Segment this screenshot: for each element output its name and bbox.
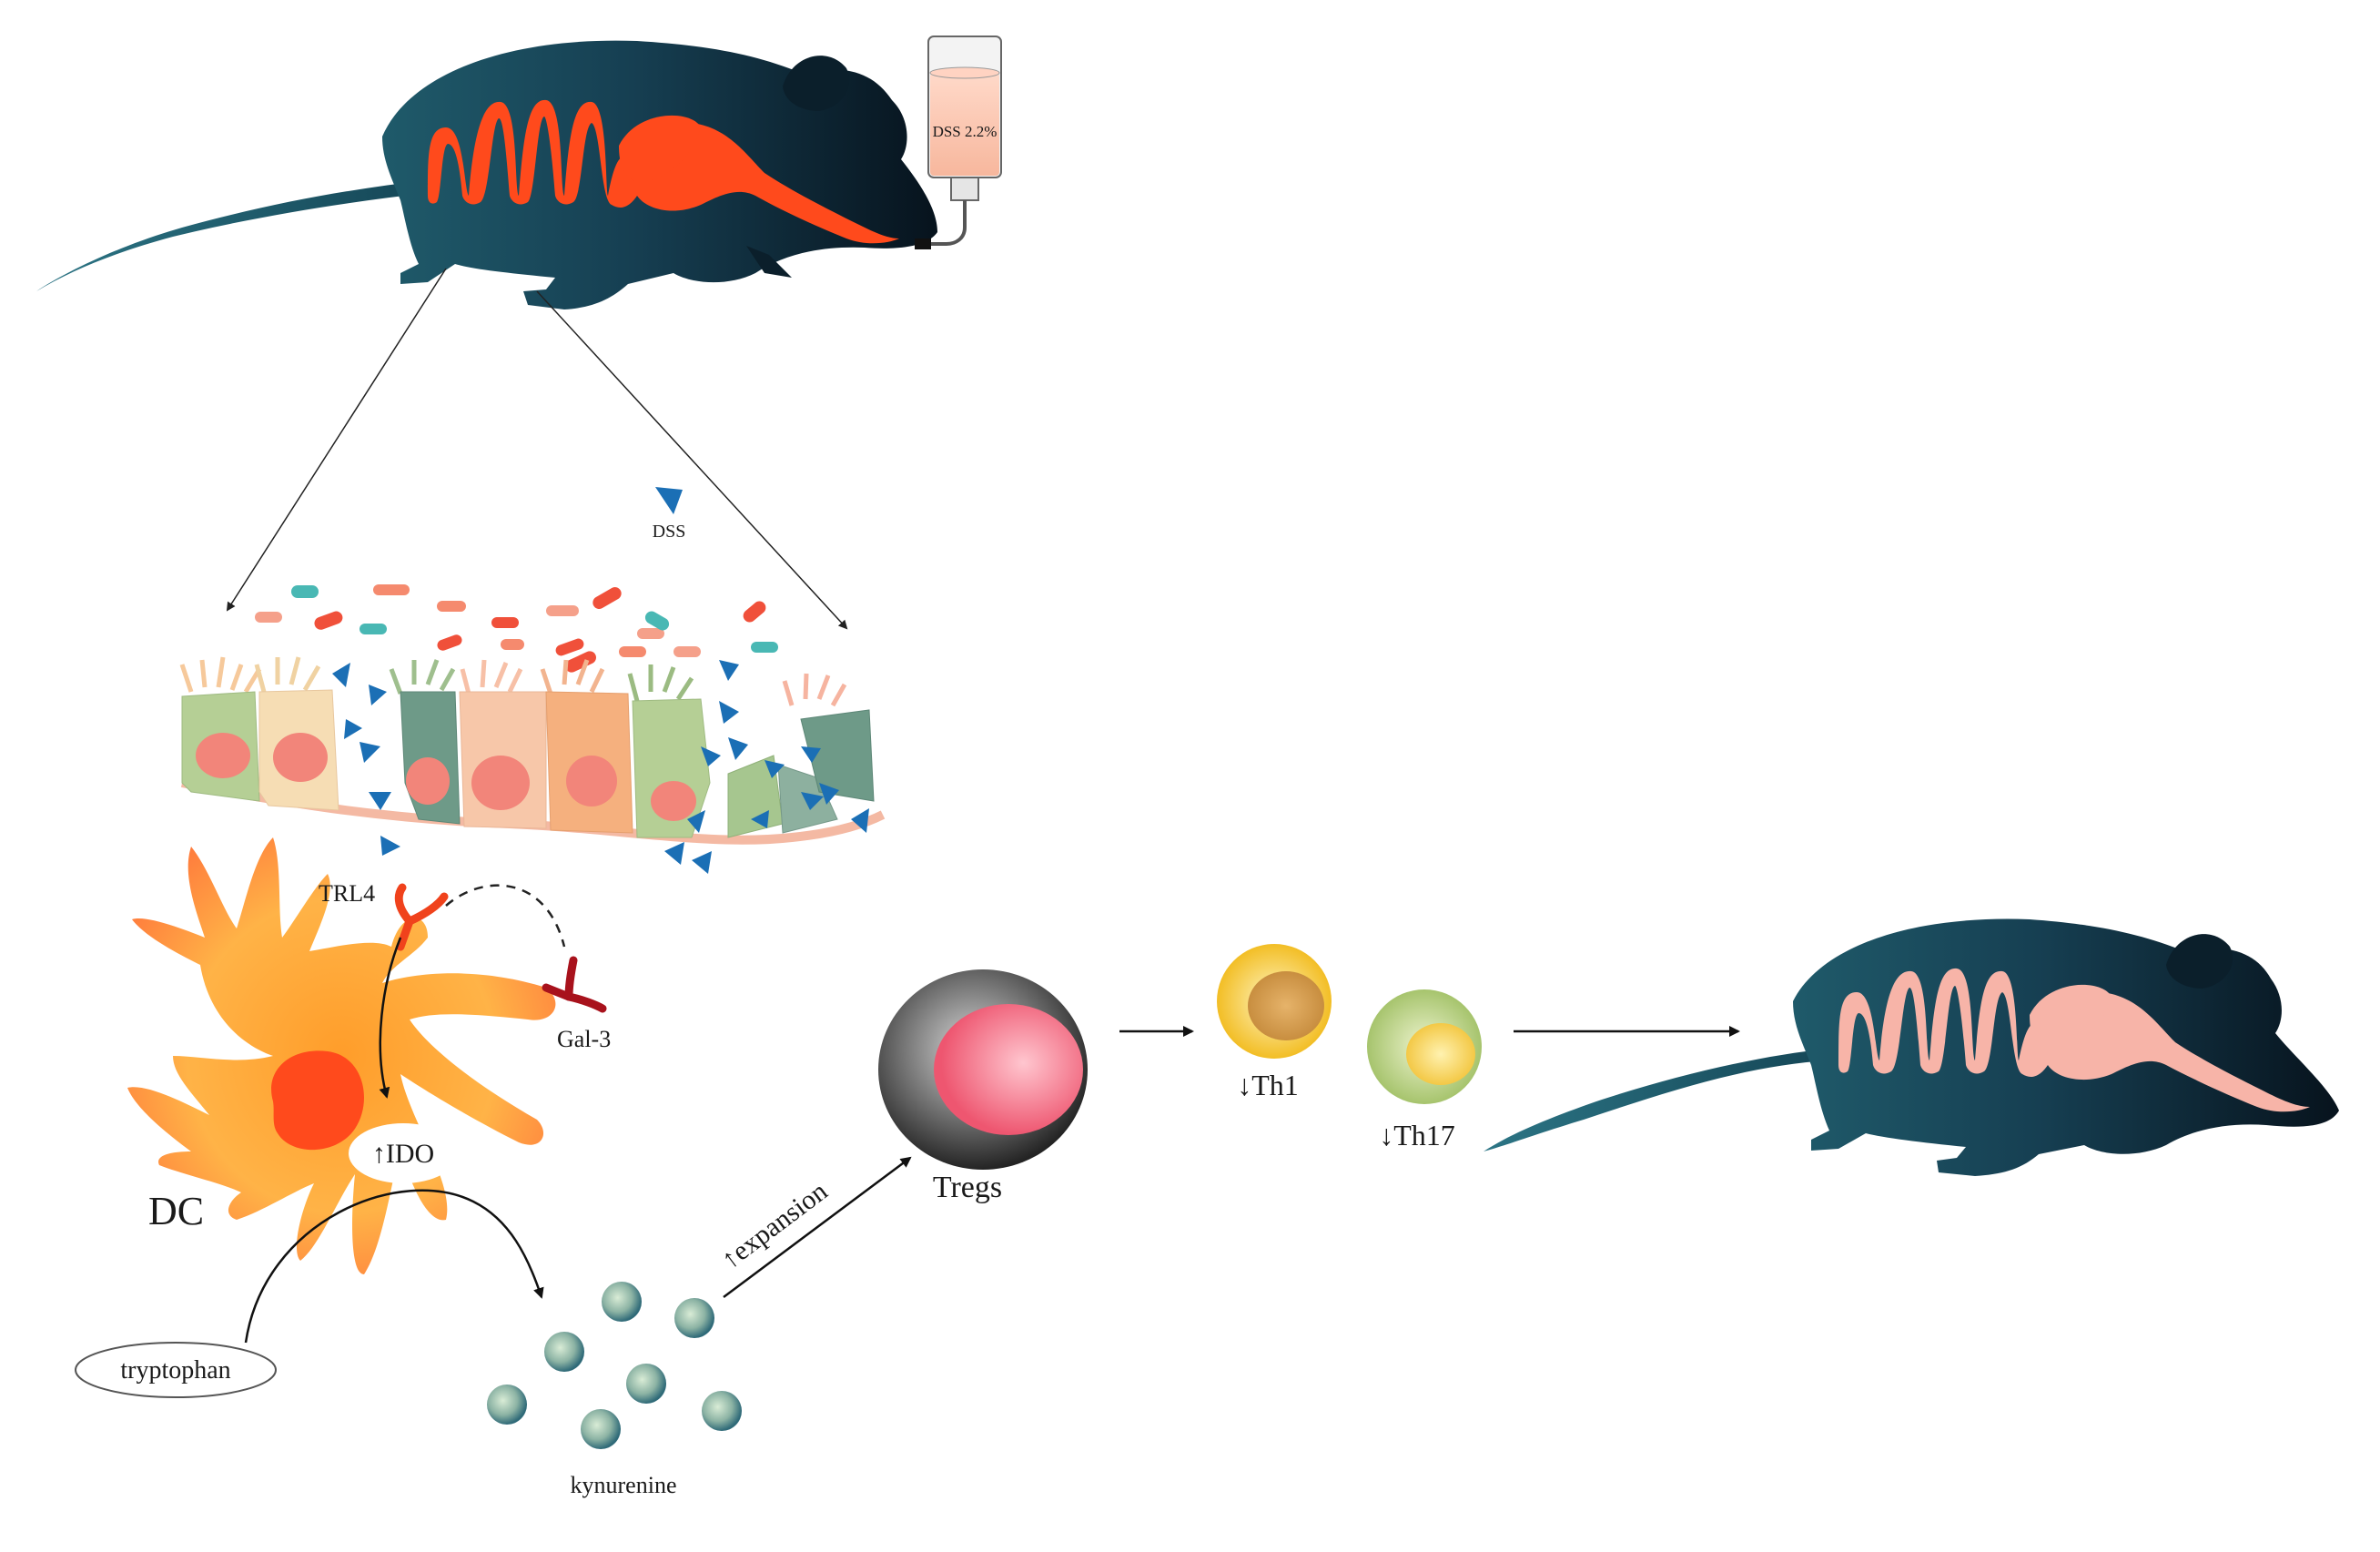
expansion-arrow xyxy=(723,1156,912,1299)
zoom-line-left xyxy=(226,268,447,612)
dss-particles xyxy=(332,660,869,874)
th17-label: ↓Th17 xyxy=(1379,1119,1455,1151)
treg-cell xyxy=(878,969,1088,1170)
dc-nucleus xyxy=(271,1050,364,1151)
ido-label: ↑IDO xyxy=(372,1139,434,1169)
dendritic-cell xyxy=(127,837,556,1274)
mouse-tail-healthy xyxy=(1484,1049,1829,1151)
stomach-healthy xyxy=(2030,984,2112,1051)
ido-bubble xyxy=(349,1123,458,1183)
dss-bottle: DSS 2.2% xyxy=(915,36,1002,249)
mouse-ear xyxy=(783,56,850,111)
th1-cell xyxy=(1217,944,1332,1059)
bacteria-cluster xyxy=(255,584,778,673)
trl4-receptor xyxy=(394,883,449,951)
mouse-healthy xyxy=(1484,918,2339,1176)
kynurenine-label: kynurenine xyxy=(571,1472,677,1498)
kynurenine-molecules xyxy=(487,1282,742,1449)
trl4-to-ido-arrow xyxy=(379,937,402,1099)
zoom-line-right xyxy=(536,290,848,630)
stomach-inflamed xyxy=(619,115,701,182)
trl4-gal3-dashed-link xyxy=(445,884,566,948)
gal3-label: Gal-3 xyxy=(557,1026,611,1052)
intestinal-epithelium xyxy=(179,656,886,845)
dss-marker-triangle xyxy=(655,487,683,514)
th1-label: ↓Th1 xyxy=(1237,1069,1299,1101)
mouse-ear-healthy xyxy=(2166,934,2233,989)
dss-marker-label: DSS xyxy=(653,522,686,542)
th17-cell xyxy=(1367,989,1482,1104)
mouse-front-leg xyxy=(746,246,792,278)
tregs-label: Tregs xyxy=(933,1171,1002,1204)
tryptophan-pill xyxy=(75,1342,277,1398)
mouse-inflamed xyxy=(36,40,937,310)
dss-bottle-label: DSS 2.2% xyxy=(933,123,998,140)
trl4-label: TRL4 xyxy=(319,880,375,907)
dc-label: DC xyxy=(148,1189,204,1233)
mouse-tail xyxy=(36,180,428,291)
gal3-receptor xyxy=(542,956,607,1013)
tryptophan-to-kynurenine-arrow xyxy=(244,1189,544,1344)
tryptophan-label: tryptophan xyxy=(120,1356,230,1385)
